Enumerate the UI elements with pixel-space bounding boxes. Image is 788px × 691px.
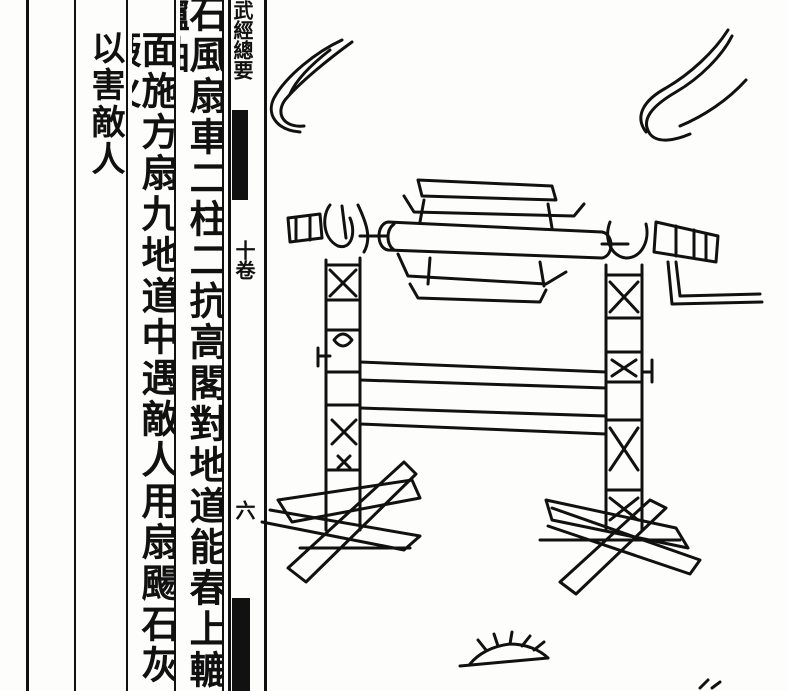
right-post [604,220,654,532]
column-rule-3 [174,0,176,691]
margin-volume: 十卷 [232,240,256,280]
margin-rule-right [264,0,267,691]
axle-roller [358,220,630,260]
margin-mark: 六 [232,500,256,520]
left-pulley [286,212,324,244]
crossbars [358,360,608,436]
text-column-1-a: 石風扇車二柱二 [183,0,224,281]
left-base-cross [260,460,422,584]
left-border-rule [26,0,29,691]
text-column-3: 以害敵人 [85,30,125,178]
left-post [316,203,370,532]
margin-title: 武經總要 [230,0,254,80]
text-column-1: 石風扇車二柱二抗高閣對地道能春上轆轤軸 [180,0,224,691]
right-pulley [652,220,720,264]
margin-black-bar-top [232,110,248,200]
text-column-1-b: 抗高閣對地道能春上轆轤軸 [180,0,224,691]
column-rule-1 [74,0,76,691]
ground-burst [458,630,722,690]
wind-swirl-left [269,38,354,134]
crank-handle [666,260,764,306]
wind-swirl-right [639,28,748,142]
fan-blades [396,178,586,304]
right-base-cross [538,498,702,596]
margin-black-bar-bottom [232,598,250,691]
margin-rule-left [228,0,231,691]
column-rule-2 [126,0,128,691]
column-rule-4 [222,0,224,691]
text-column-2: 面施方扇九地道中遇敵人用扇颺石灰簸火 [132,30,176,686]
